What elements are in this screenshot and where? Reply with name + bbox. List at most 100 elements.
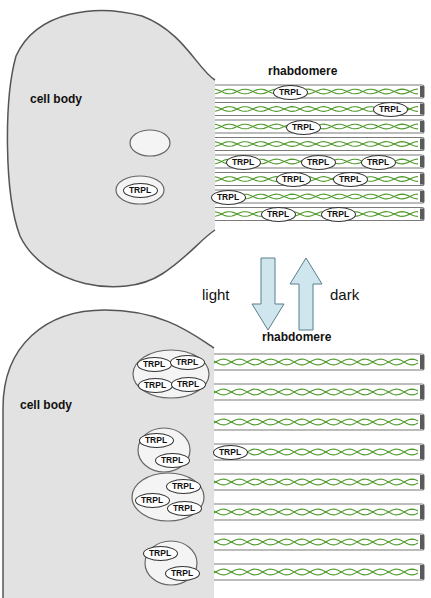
trpl-channel: TRPL [170,355,205,370]
channel-label: TRPL [217,193,239,202]
microvillus [200,564,424,580]
microvillus-tip [420,174,424,185]
trpl-channel: TRPL [137,357,172,372]
vesicle [116,176,164,204]
actin-filament [202,389,418,395]
cell-body-shape [0,308,216,598]
part-label: rhabdomere [262,330,331,344]
vesicle [132,473,204,521]
trpl-channel: TRPL [171,377,206,392]
cell-body: cell bodyTRPLTRPLTRPLTRPLTRPLTRPLTRPLTRP… [0,308,216,598]
actin-filament [202,479,418,485]
channel-label: TRPL [339,175,361,184]
actin-filament [202,359,418,365]
down-arrow [252,258,284,330]
channel-label: TRPL [379,105,401,114]
actin-filament [192,142,418,147]
microvillus [190,173,424,186]
trpl-channel: TRPL [123,183,158,198]
microvillus-tip [420,121,424,132]
trpl-channel: TRPL [166,479,201,494]
microvillus [190,208,424,221]
condition-label: dark [330,286,359,303]
microvillus-tip [420,385,424,399]
channel-label: TRPL [232,158,254,167]
channel-label: TRPL [161,456,183,465]
microvillus-tip [420,535,424,549]
trpl-channel: TRPL [373,102,408,117]
microvillus-tip [420,209,424,220]
channel-label: TRPL [282,175,304,184]
trpl-channel: TRPL [139,433,174,448]
microvillus-tip [420,565,424,579]
channel-label: TRPL [176,358,198,367]
cell-body-outline [7,11,215,287]
trpl-channel: TRPL [361,155,396,170]
part-label: rhabdomere [268,64,337,78]
actin-filament [202,419,418,425]
channel-label: TRPL [177,380,199,389]
vesicle [133,350,209,398]
actin-filament [202,359,418,365]
trpl-channel: TRPL [135,493,170,508]
trpl-channel: TRPL [301,155,336,170]
cell-body-outline [3,310,214,598]
microvillus-tip [420,445,424,459]
channel-label: TRPL [367,158,389,167]
cell-body-label: cell body [30,92,82,106]
channel-label: TRPL [219,448,241,457]
channel-label: TRPL [141,496,163,505]
light-arrow [252,258,284,330]
up-arrow [290,258,322,330]
actin-filament [202,389,418,395]
cell-body-shape [2,4,216,296]
microvillus-tip [420,415,424,429]
actin-filament [202,509,418,515]
trpl-channel: TRPL [155,453,190,468]
trpl-channel: TRPL [138,378,173,393]
trpl-channel: TRPL [143,546,178,561]
cell-body-fill [7,11,215,287]
channel-label: TRPL [279,88,301,97]
actin-filament [202,539,418,545]
microvillus [200,444,424,460]
dark-arrow [290,258,322,330]
actin-filament [202,509,418,515]
microvillus [200,504,424,520]
trpl-channel: TRPL [167,501,202,516]
actin-filament [202,569,418,575]
actin-filament [202,569,418,575]
channel-label: TRPL [327,210,349,219]
microvillus [190,103,424,116]
trpl-channel: TRPL [165,566,200,581]
channel-label: TRPL [267,210,289,219]
trpl-channel: TRPL [213,445,248,460]
microvillus-tip [420,475,424,489]
microvillus [190,138,424,151]
cell-body-fill [3,310,214,598]
trpl-channel: TRPL [261,207,296,222]
actin-filament [202,419,418,425]
actin-filament [192,212,418,217]
trpl-channel: TRPL [333,172,368,187]
microvillus [200,534,424,550]
microvillus-tip [420,156,424,167]
microvillus-tip [420,355,424,369]
vesicle [138,428,190,472]
microvillus [200,354,424,370]
actin-filament [192,142,418,147]
actin-filament [192,212,418,217]
microvillus [200,384,424,400]
trpl-channel: TRPL [321,207,356,222]
channel-label: TRPL [172,482,194,491]
condition-label: light [202,286,230,303]
channel-label: TRPL [129,186,151,195]
microvillus-tip [420,139,424,150]
microvilli [190,85,424,580]
trpl-channel: TRPL [273,85,308,100]
channel-label: TRPL [143,360,165,369]
channel-label: TRPL [171,569,193,578]
microvillus-tip [420,104,424,115]
channel-label: TRPL [173,504,195,513]
actin-filament [202,539,418,545]
